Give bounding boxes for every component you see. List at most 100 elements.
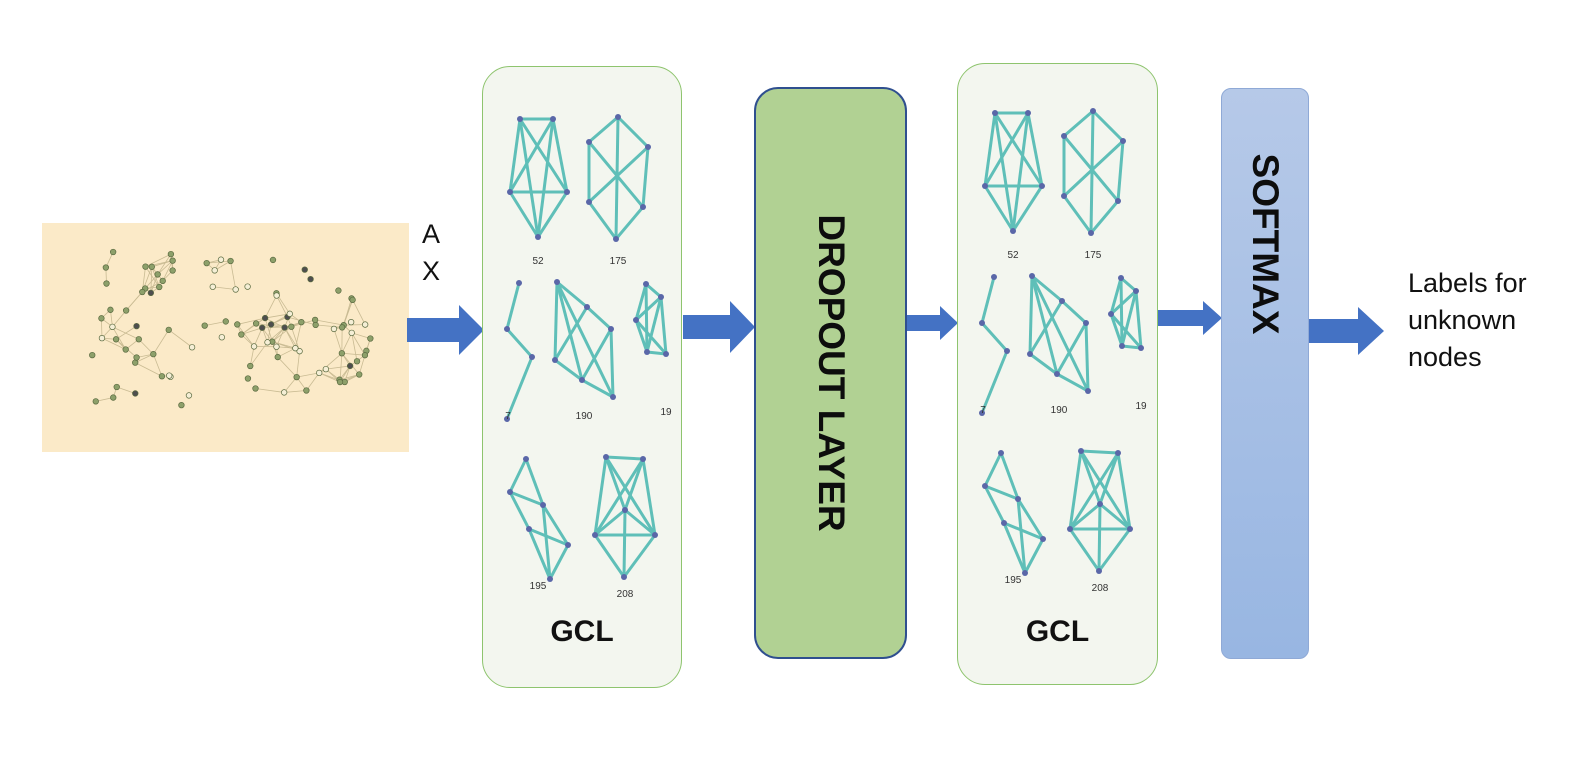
subgraph-edge	[508, 118, 555, 193]
subgraph-edge	[646, 350, 667, 356]
subgraph-edge	[604, 456, 627, 511]
subgraph-edge	[983, 112, 1030, 187]
input-graph-node	[238, 331, 245, 338]
subgraph-edge	[593, 458, 645, 536]
input-graph-node	[269, 256, 277, 264]
subgraph-edge	[508, 458, 528, 493]
input-graph-node	[367, 335, 374, 342]
input-graph-edge	[276, 295, 288, 318]
subgraph-node	[1040, 536, 1046, 542]
subgraph-node	[652, 532, 658, 538]
input-graph-edge	[264, 317, 273, 342]
input-graph-edge	[204, 321, 226, 326]
input-graph-node	[288, 323, 295, 330]
subgraph-node	[1085, 388, 1091, 394]
input-graph-edge	[318, 352, 343, 374]
input-graph-edge	[162, 260, 173, 282]
subgraph-edge	[580, 328, 613, 381]
subgraph: 195	[507, 456, 571, 592]
subgraph-edge	[1069, 502, 1101, 531]
input-graph-edge	[294, 322, 302, 349]
subgraph-node	[640, 204, 646, 210]
input-graph-edge	[152, 329, 170, 355]
input-graph-edge	[351, 332, 358, 362]
softmax-layer: SOFTMAX	[1221, 88, 1309, 659]
input-graph-node	[113, 383, 120, 391]
subgraph-edge	[508, 191, 540, 238]
input-graph-node	[98, 334, 106, 342]
input-graph-node	[293, 373, 300, 381]
subgraph-node	[507, 489, 513, 495]
subgraph-node	[1022, 570, 1028, 576]
subgraph-edge	[1084, 322, 1090, 392]
subgraph-edge	[588, 115, 619, 144]
subgraph-edge	[983, 112, 997, 187]
subgraph-node	[982, 483, 988, 489]
subgraph-node	[610, 394, 616, 400]
subgraph-node	[663, 351, 669, 357]
subgraph-node	[564, 189, 570, 195]
subgraph-label: 7	[980, 405, 986, 416]
input-graph-edge	[206, 260, 231, 264]
subgraph-node	[991, 274, 997, 280]
subgraph-node	[504, 326, 510, 332]
subgraph-edge	[556, 280, 588, 309]
subgraph-edge	[585, 305, 613, 331]
subgraph-node	[1078, 448, 1084, 454]
subgraph-node	[608, 326, 614, 332]
subgraph-node	[613, 236, 619, 242]
input-graph-node	[109, 323, 116, 330]
input-graph-node	[169, 267, 176, 274]
subgraph-edge	[983, 485, 1006, 524]
input-graph-node	[139, 288, 146, 296]
input-graph-edge	[272, 341, 296, 349]
input-graph-panel	[42, 223, 409, 452]
input-graph-node	[274, 353, 281, 361]
subgraph-node	[550, 116, 556, 122]
subgraph-edge	[614, 116, 620, 240]
subgraph-edge	[508, 491, 531, 530]
input-graph-edge	[101, 318, 103, 339]
input-graph-node	[244, 375, 252, 382]
subgraph-node	[603, 454, 609, 460]
input-graph-node	[142, 263, 149, 270]
input-graph-node	[156, 283, 163, 291]
subgraph-node	[579, 377, 585, 383]
subgraph-edge	[1068, 528, 1101, 572]
input-graph-node	[273, 292, 280, 299]
subgraph-node	[1061, 133, 1067, 139]
subgraph-edge	[1099, 502, 1131, 531]
input-graph-edge	[249, 346, 255, 367]
input-graph-node	[178, 402, 185, 409]
input-graph-node	[261, 314, 269, 322]
subgraph: 19	[633, 281, 672, 418]
subgraph-edge	[634, 283, 648, 321]
subgraph-node	[1061, 193, 1067, 199]
subgraph-node	[615, 114, 621, 120]
input-graph-node	[148, 263, 155, 270]
subgraph-label: 175	[1085, 250, 1102, 261]
subgraph-edge	[527, 528, 552, 580]
input-graph-node	[362, 321, 369, 328]
input-graph-node	[109, 248, 117, 256]
output-label-line-3: nodes	[1408, 342, 1482, 372]
input-graph-node	[356, 371, 363, 378]
input-graph-edge	[351, 332, 371, 339]
subgraph-node	[979, 320, 985, 326]
input-graph-node	[166, 372, 173, 379]
input-graph-edge	[277, 356, 297, 378]
subgraph-node	[979, 410, 985, 416]
input-graph-node	[102, 264, 110, 271]
subgraph-edge	[983, 452, 1003, 487]
subgraph-edge	[1011, 185, 1044, 232]
input-graph-node	[167, 250, 175, 258]
input-graph-edge	[112, 310, 127, 328]
subgraph-edge	[980, 322, 1009, 352]
subgraph-label: 208	[1092, 583, 1109, 594]
input-graph-edge	[125, 291, 143, 311]
subgraph-edge	[505, 328, 534, 358]
input-graph-edge	[152, 354, 163, 377]
subgraph: 52	[507, 116, 570, 267]
input-graph-node	[217, 256, 225, 263]
subgraph-node	[1054, 371, 1060, 377]
